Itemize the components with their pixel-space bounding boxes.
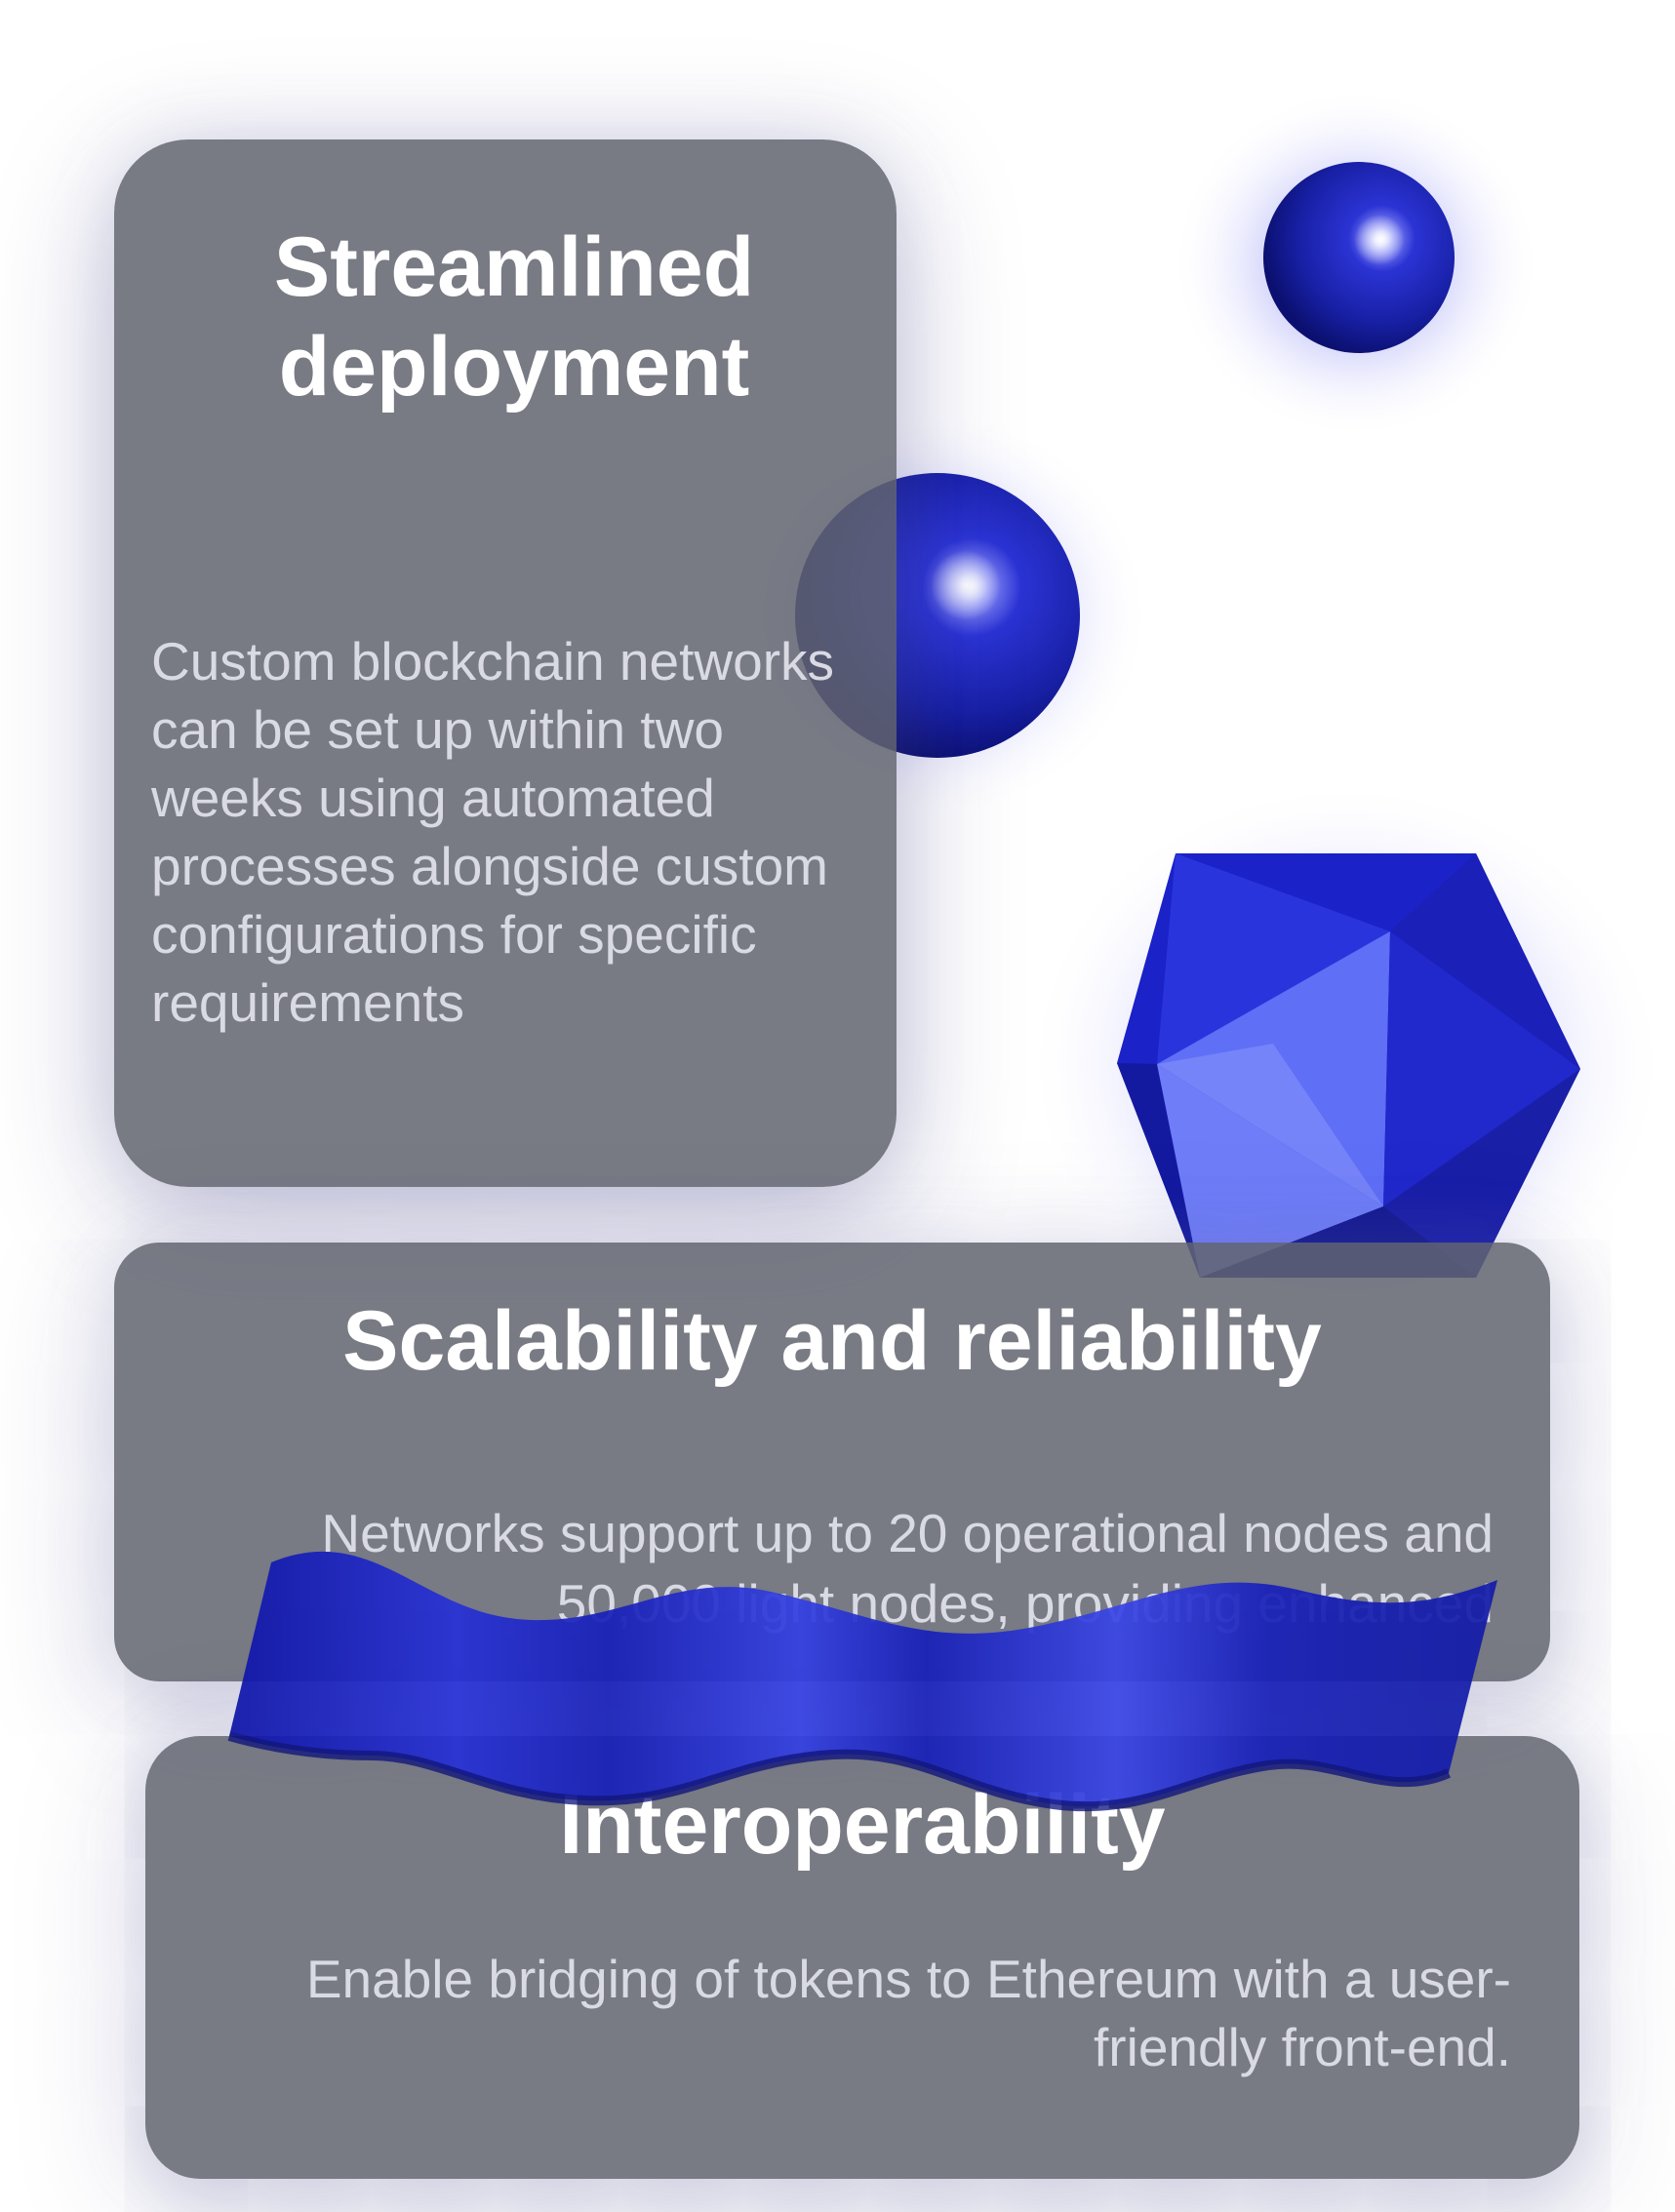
- feature-title: Scalability and reliability: [342, 1294, 1322, 1388]
- sphere-small-icon: [1263, 162, 1455, 353]
- feature-card-interoperability: Interoperability Enable bridging of toke…: [145, 1736, 1579, 2179]
- icosahedron-icon: [1117, 853, 1580, 1278]
- feature-card-streamlined-deployment: Streamlined deployment Custom blockchain…: [114, 139, 897, 1187]
- feature-title-line: Streamlined: [273, 220, 755, 314]
- feature-description: Custom blockchain networks can be set up…: [151, 631, 835, 1033]
- feature-description: Enable bridging of tokens to Ethereum wi…: [305, 1949, 1511, 2077]
- feature-title-line: deployment: [278, 320, 750, 414]
- feature-description: Networks support up to 20 operational no…: [321, 1503, 1494, 1634]
- feature-title: Interoperability: [559, 1778, 1166, 1872]
- feature-card-scalability-reliability: Scalability and reliability Networks sup…: [114, 1243, 1550, 1681]
- feature-title: Streamlined deployment: [270, 217, 758, 416]
